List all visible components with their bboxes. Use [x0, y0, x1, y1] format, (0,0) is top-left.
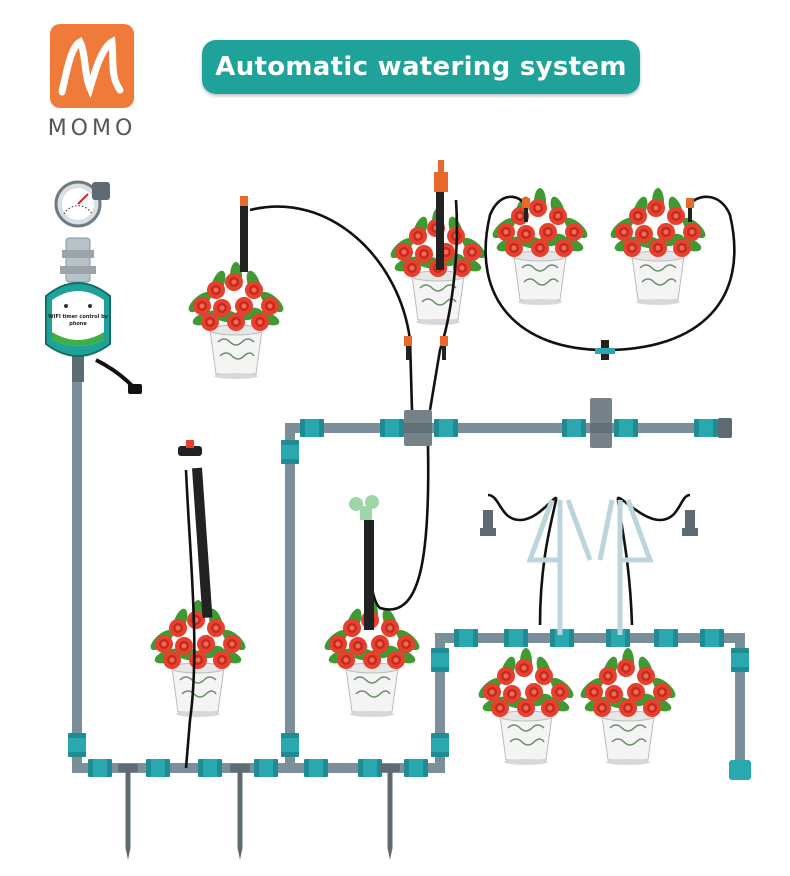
pipe-fittings	[68, 398, 751, 780]
brand-name: MOMO	[47, 116, 137, 141]
timer-label-line1: WIFI timer control by	[48, 314, 109, 320]
momo-logo	[50, 24, 134, 108]
end-cap	[729, 760, 751, 780]
banner-title: Automatic watering system	[215, 52, 627, 82]
water-timer: WIFI timer control by phone	[45, 180, 142, 394]
title-banner: Automatic watering system	[202, 40, 640, 94]
timer-label-line2: phone	[69, 321, 87, 327]
end-plug	[718, 418, 732, 438]
ground-stakes	[118, 764, 400, 860]
emitter-stakes	[178, 160, 698, 635]
